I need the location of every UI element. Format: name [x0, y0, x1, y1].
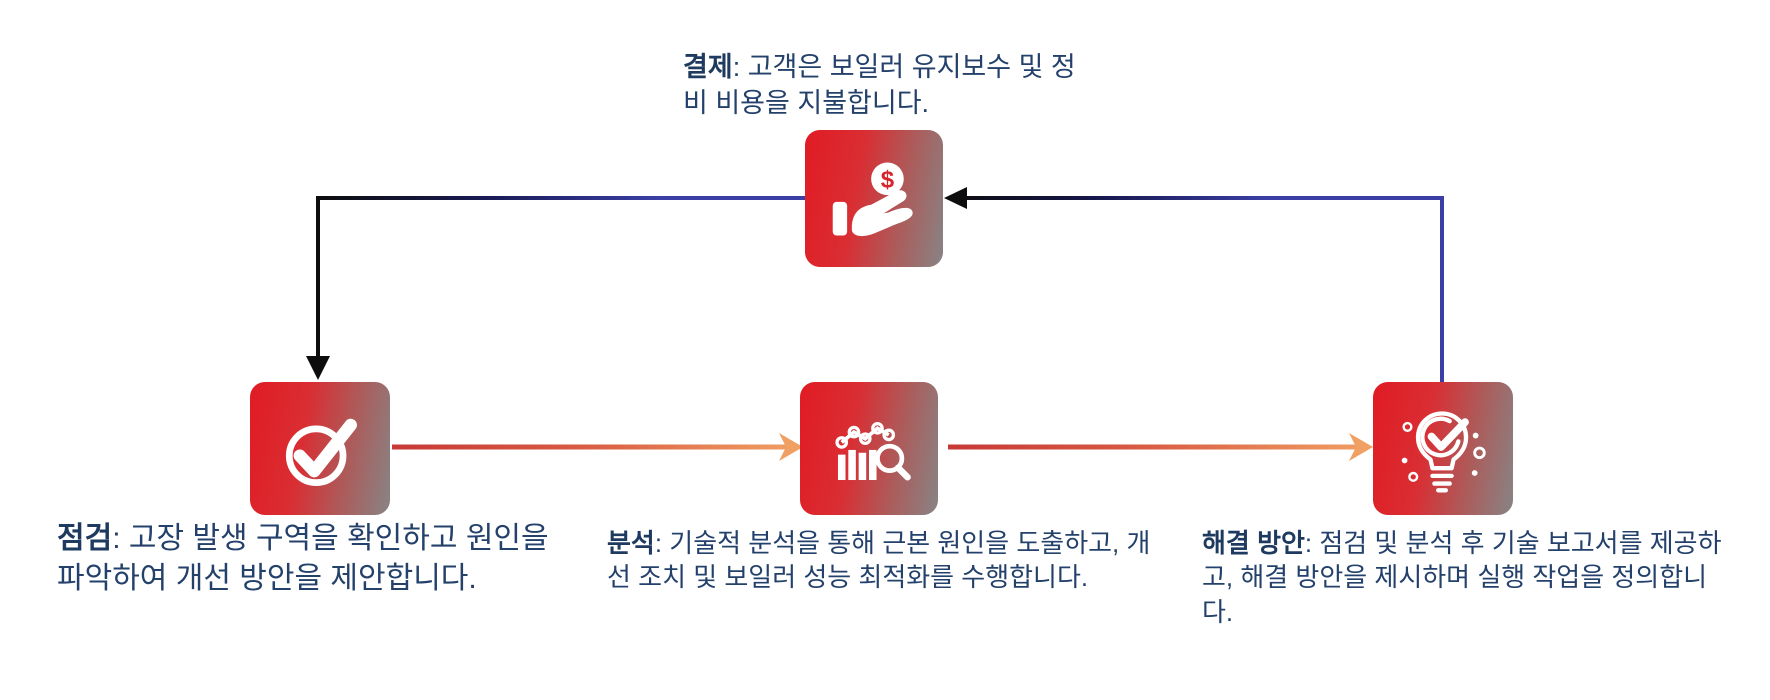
step-analysis-label: 분석	[607, 528, 655, 558]
step-payment-caption: 결제: 고객은 보일러 유지보수 및 정비 비용을 지불합니다.	[683, 50, 1099, 121]
connector-analysis-to-solution	[948, 433, 1373, 461]
chart-magnifier-icon	[835, 421, 911, 480]
step-inspection-box	[250, 382, 390, 515]
step-payment-box: $	[805, 130, 943, 267]
step-solution-text: : 점검 및 분석 후 기술 보고서를 제공하고, 해결 방안을 제시하며 실행…	[1202, 528, 1722, 627]
step-inspection-caption: 점검: 고장 발생 구역을 확인하고 원인을 파악하여 개선 방안을 제안합니다…	[57, 519, 579, 598]
arrowhead-right-icon	[1349, 433, 1373, 461]
arrowhead-right-icon	[779, 433, 803, 461]
step-solution-label: 해결 방안	[1202, 528, 1305, 558]
lightbulb-check-icon	[1401, 410, 1486, 492]
step-solution-caption: 해결 방안: 점검 및 분석 후 기술 보고서를 제공하고, 해결 방안을 제시…	[1202, 526, 1724, 629]
step-inspection-label: 점검	[57, 522, 113, 555]
step-inspection-text: : 고장 발생 구역을 확인하고 원인을 파악하여 개선 방안을 제안합니다.	[57, 522, 549, 595]
arrowhead-down-icon	[306, 356, 330, 380]
step-payment-label: 결제	[683, 52, 733, 82]
hand-holding-dollar-icon: $	[832, 162, 913, 236]
step-analysis-caption: 분석: 기술적 분석을 통해 근본 원인을 도출하고, 개선 조치 및 보일러 …	[607, 526, 1155, 595]
dollar-sign-glyph: $	[881, 166, 895, 193]
connector-inspection-to-analysis	[392, 433, 803, 461]
check-circle-icon	[285, 418, 357, 486]
step-analysis-box	[800, 382, 938, 515]
step-payment-text: : 고객은 보일러 유지보수 및 정비 비용을 지불합니다.	[683, 52, 1076, 118]
arrowhead-left-icon	[944, 187, 967, 209]
connector-payment-to-inspection	[306, 196, 805, 380]
step-solution-box	[1373, 382, 1513, 515]
connector-solution-to-payment	[944, 187, 1444, 382]
step-analysis-text: : 기술적 분석을 통해 근본 원인을 도출하고, 개선 조치 및 보일러 성능…	[607, 528, 1151, 593]
